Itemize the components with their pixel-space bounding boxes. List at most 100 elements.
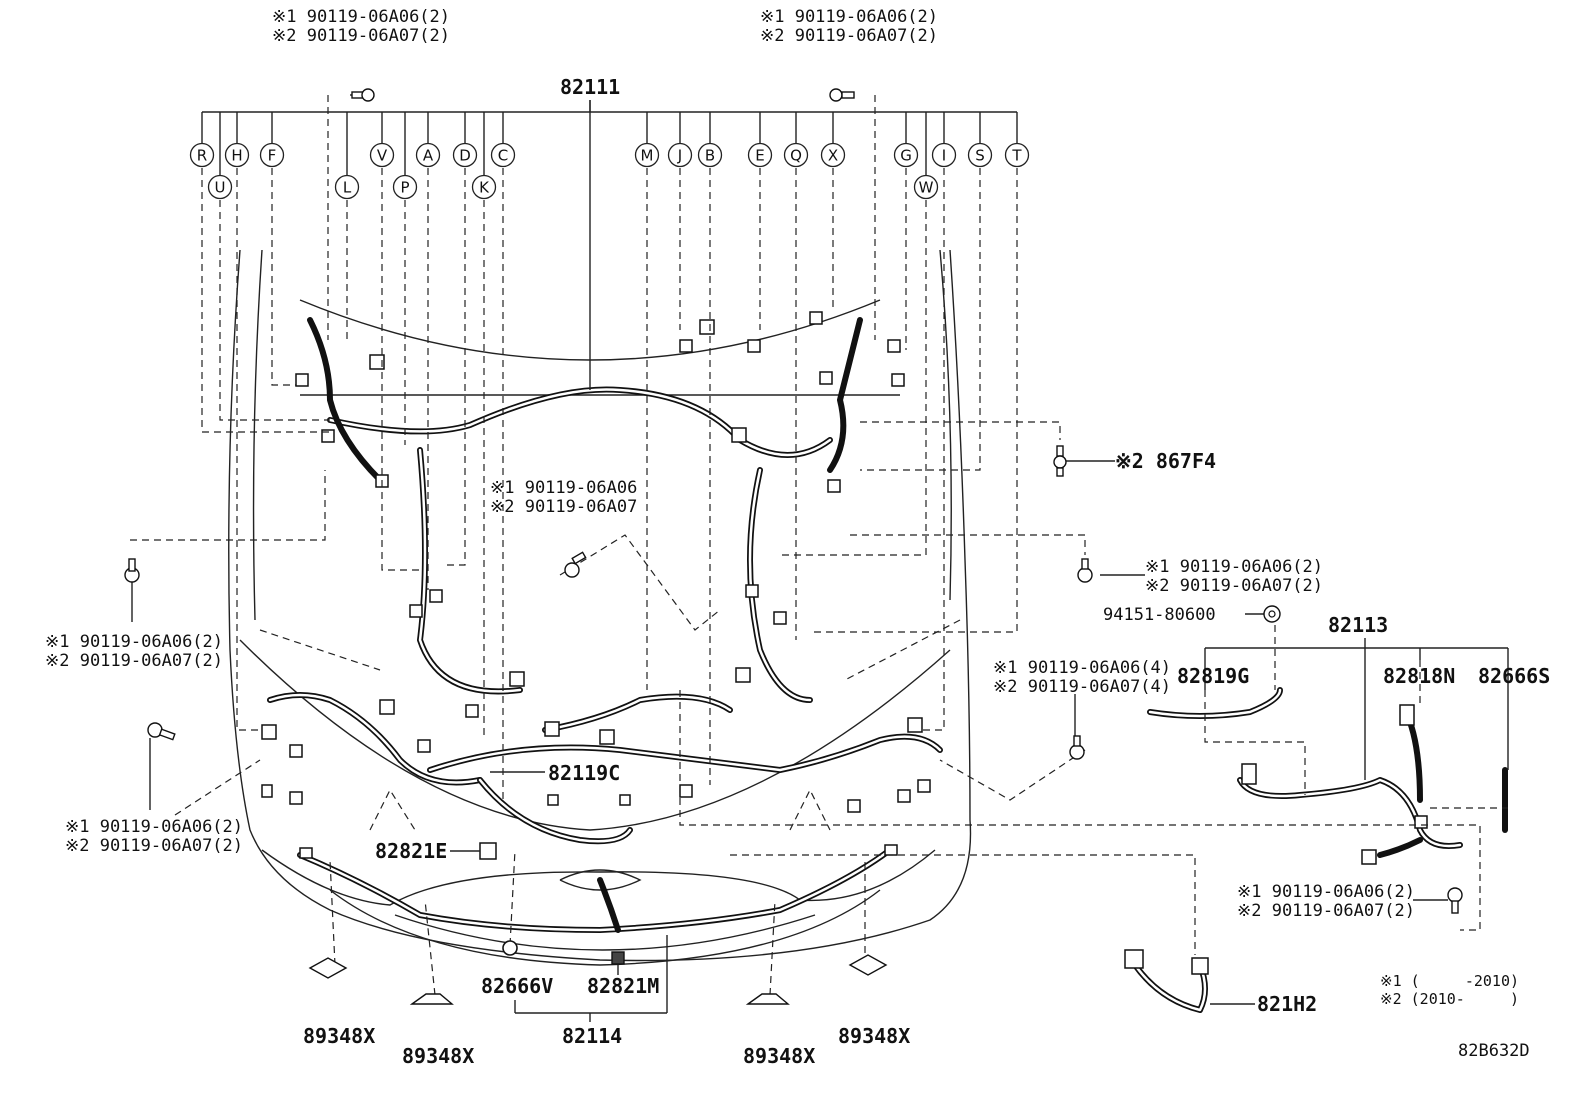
fastener-label: ※1 90119-06A06(2) <box>1145 557 1323 577</box>
callout-letter-t: T <box>1011 147 1022 165</box>
callout-letter-b: B <box>705 147 715 165</box>
part-89348X-label: 89348X <box>303 1024 375 1048</box>
clip-icon <box>1263 605 1281 623</box>
callout-letter-a: A <box>423 147 434 165</box>
main-harness-label: 82111 <box>560 75 620 99</box>
clip-icon <box>502 940 518 956</box>
bolt-icon <box>351 88 375 102</box>
fastener-label: ※2 90119-06A07(2) <box>45 651 223 671</box>
part-82821M-label: 82821M <box>587 974 659 998</box>
callout-letter-p: P <box>400 179 409 197</box>
callout-letter-x: X <box>828 147 838 165</box>
callout-letter-i: I <box>942 147 946 165</box>
bolt-icon <box>1069 735 1085 760</box>
legend-entry: ※2 (2010- ) <box>1380 990 1519 1008</box>
fastener-label: ※1 90119-06A06(2) <box>1237 882 1415 902</box>
callout-circle-k <box>471 174 497 200</box>
part-89348X-label: 89348X <box>743 1044 815 1068</box>
bolt-icon <box>1447 887 1463 914</box>
callout-circle-l <box>334 174 360 200</box>
callout-circle-b <box>697 142 723 168</box>
fastener-label: ※2 90119-06A07(2) <box>1145 576 1323 596</box>
fastener-label: ※1 90119-06A06 <box>490 478 637 498</box>
callout-letter-f: F <box>268 147 277 165</box>
bolt-icon <box>564 551 587 578</box>
part-821H2-label: 821H2 <box>1257 992 1317 1016</box>
fastener-label: ※2 90119-06A07(2) <box>272 26 450 46</box>
callout-letter-r: R <box>197 147 207 165</box>
vehicle-body-outline <box>228 249 972 966</box>
callout-circle-v <box>369 142 395 168</box>
part-89348X-label: 89348X <box>402 1044 474 1068</box>
callout-letter-w: W <box>919 179 934 197</box>
callout-circle-x <box>820 142 846 168</box>
clip-icon <box>611 951 625 965</box>
part-89348X-label: 89348X <box>838 1024 910 1048</box>
part-82666S-label: 82666S <box>1478 664 1550 688</box>
cover-icon <box>409 993 454 1005</box>
callout-letter-k: K <box>479 179 490 197</box>
fastener-label: ※1 90119-06A06(2) <box>45 632 223 652</box>
cover-icon <box>308 957 348 979</box>
callout-letter-v: V <box>377 147 388 165</box>
fastener-label: ※2 90119-06A07 <box>490 497 637 517</box>
callout-letter-c: C <box>498 147 508 165</box>
fastener-label: ※2 90119-06A07(4) <box>993 677 1171 697</box>
callout-circle-c <box>490 142 516 168</box>
callout-letter-m: M <box>641 147 654 165</box>
fastener-label: ※1 90119-06A06(4) <box>993 658 1171 678</box>
callout-circle-r <box>189 142 215 168</box>
callout-letter-g: G <box>900 147 912 165</box>
callout-letter-l: L <box>343 179 352 197</box>
part-82821E-label: 82821E <box>375 839 447 863</box>
part-82119C-label: 82119C <box>548 761 620 785</box>
leader-lines <box>130 94 1509 1022</box>
callout-circle-d <box>452 142 478 168</box>
bolt-icon <box>1077 558 1093 583</box>
part-82818N-label: 82818N <box>1383 664 1455 688</box>
callout-letter-j: J <box>677 147 682 165</box>
part-82114-label: 82114 <box>562 1024 622 1048</box>
connector-blocks <box>261 311 1428 975</box>
callout-circle-e <box>747 142 773 168</box>
fastener-label: ※2 90119-06A07(2) <box>760 26 938 46</box>
legend-entry: ※1 ( -2010) <box>1380 972 1519 990</box>
part-867F4-label: ※2 867F4 <box>1115 449 1216 473</box>
callout-circle-i <box>931 142 957 168</box>
part-82819G-label: 82819G <box>1177 664 1249 688</box>
bolt-icon <box>124 558 140 583</box>
labels: ※1 90119-06A06(2) ※2 90119-06A07(2) ※1 9… <box>45 7 1550 1068</box>
callout-circle-s <box>967 142 993 168</box>
callout-circle-m <box>634 142 660 168</box>
callout-circle-u <box>207 174 233 200</box>
part-82666V-label: 82666V <box>481 974 553 998</box>
cover-icon <box>745 993 790 1005</box>
callout-circle-w <box>913 174 939 200</box>
part-82113-label: 82113 <box>1328 613 1388 637</box>
fastener-label: ※2 90119-06A07(2) <box>65 836 243 856</box>
callout-letter-h: H <box>231 147 242 165</box>
part-94151-label: 94151-80600 <box>1103 605 1216 625</box>
callout-circle-a <box>415 142 441 168</box>
bolt-icon <box>147 722 176 741</box>
callout-letter-s: S <box>975 147 985 165</box>
callout-circle-h <box>224 142 250 168</box>
callout-letter-e: E <box>755 147 764 165</box>
fastener-label: ※1 90119-06A06(2) <box>760 7 938 27</box>
callout-circle-j <box>667 142 693 168</box>
callout-letter-u: U <box>215 179 226 197</box>
fastener-glyphs <box>124 88 1463 1005</box>
diagram-code: 82B632D <box>1458 1041 1530 1061</box>
callout-circle-f <box>259 142 285 168</box>
cover-icon <box>848 954 888 976</box>
callout-circle-g <box>893 142 919 168</box>
bolt-icon <box>1053 445 1067 477</box>
fastener-label: ※2 90119-06A07(2) <box>1237 901 1415 921</box>
main-harness-wires <box>267 317 1508 1013</box>
callout-circle-q <box>783 142 809 168</box>
fastener-label: ※1 90119-06A06(2) <box>65 817 243 837</box>
callout-circle-t <box>1004 142 1030 168</box>
